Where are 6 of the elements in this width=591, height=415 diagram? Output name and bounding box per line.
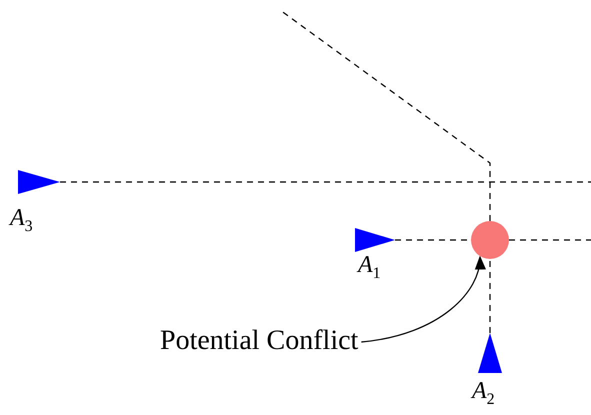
agent-label: A$_{3}$ [10,205,33,236]
dashed-path [489,259,491,333]
agent-label: A$_{2}$ [472,378,495,409]
agent-label: A$_{1}$ [358,252,381,283]
leader-arrow [361,256,485,343]
annotation-text: Potential Conflict [160,325,358,357]
